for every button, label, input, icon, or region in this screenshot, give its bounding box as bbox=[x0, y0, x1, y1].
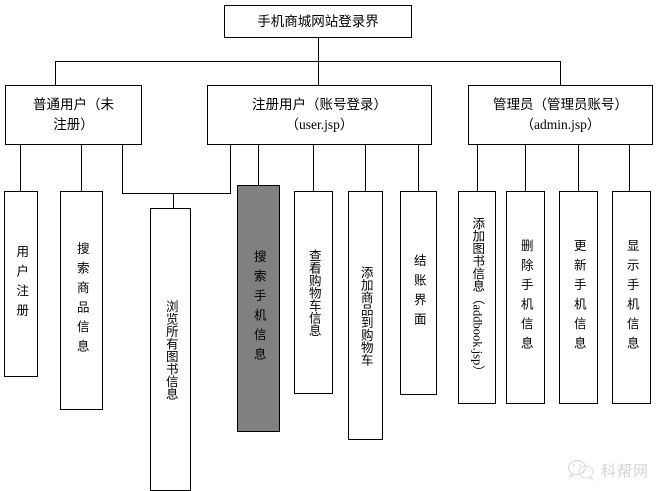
node-leaf-delete-phone-info[interactable]: 删除手机信息 bbox=[506, 191, 545, 404]
watermark: 科帮网 bbox=[567, 459, 649, 481]
connector-root-stem bbox=[318, 37, 319, 61]
connector-member-leaf-1 bbox=[258, 145, 259, 185]
node-leaf-search-phone-info[interactable]: 搜索手机信息 bbox=[237, 185, 280, 432]
node-leaf-browse-all-books[interactable]: 浏览所有图书信息 bbox=[150, 208, 191, 491]
connector-admin-leaf-2 bbox=[525, 145, 526, 191]
connector-drop-member bbox=[318, 61, 319, 85]
node-leaf-view-cart-info[interactable]: 查看购物车信息 bbox=[294, 191, 333, 394]
connector-admin-leaf-1 bbox=[477, 145, 478, 191]
node-leaf-display-phone-info[interactable]: 显示手机信息 bbox=[612, 191, 651, 404]
node-leaf-update-phone-info[interactable]: 更新手机信息 bbox=[559, 191, 598, 404]
node-leaf-add-product-to-cart-label: 添加商品到购物车 bbox=[358, 265, 373, 366]
connector-member-leaf-2 bbox=[313, 145, 314, 191]
node-leaf-register[interactable]: 用户注册 bbox=[4, 191, 38, 377]
node-leaf-browse-all-books-label: 浏览所有图书信息 bbox=[163, 299, 178, 400]
node-level2-guest[interactable]: 普通用户（未注册） bbox=[5, 85, 142, 145]
connector-guest-elbow-left bbox=[122, 145, 123, 193]
node-level2-guest-label: 普通用户（未注册） bbox=[33, 97, 114, 132]
connector-browse-drop bbox=[173, 193, 174, 208]
node-leaf-search-product-info[interactable]: 搜索商品信息 bbox=[60, 191, 103, 410]
node-leaf-update-phone-info-label: 更新手机信息 bbox=[571, 239, 586, 356]
node-leaf-add-product-to-cart[interactable]: 添加商品到购物车 bbox=[348, 191, 383, 440]
connector-member-leaf-4 bbox=[418, 145, 419, 191]
connector-admin-leaf-3 bbox=[578, 145, 579, 191]
node-leaf-checkout-page[interactable]: 结账界面 bbox=[400, 191, 437, 395]
connector-admin-leaf-4 bbox=[629, 145, 630, 191]
node-level2-member-label: 注册用户（账号登录）（user.jsp） bbox=[252, 97, 387, 132]
node-title-box[interactable]: 手机商城网站登录界 bbox=[224, 5, 412, 38]
node-leaf-register-label: 用户注册 bbox=[14, 245, 29, 323]
connector-drop-admin bbox=[560, 61, 561, 85]
connector-guest-leaf-2 bbox=[81, 145, 82, 191]
connector-main-bus bbox=[55, 61, 561, 62]
node-leaf-search-phone-info-label: 搜索手机信息 bbox=[251, 250, 266, 367]
node-leaf-display-phone-info-label: 显示手机信息 bbox=[624, 239, 639, 356]
connector-browse-elbow-bar bbox=[122, 193, 231, 194]
watermark-text: 科帮网 bbox=[600, 461, 649, 480]
node-leaf-search-product-info-label: 搜索商品信息 bbox=[74, 242, 89, 359]
node-level2-member[interactable]: 注册用户（账号登录）（user.jsp） bbox=[207, 85, 432, 145]
connector-browse-elbow-right bbox=[230, 145, 231, 193]
wechat-icon bbox=[567, 459, 595, 481]
node-level2-admin[interactable]: 管理员（管理员账号）（admin.jsp） bbox=[468, 85, 653, 145]
node-leaf-add-book-info[interactable]: 添加图书信息（addbook.jsp） bbox=[458, 191, 496, 404]
node-level2-admin-label: 管理员（管理员账号）（admin.jsp） bbox=[493, 97, 628, 132]
node-leaf-add-book-info-label: 添加图书信息（addbook.jsp） bbox=[470, 217, 485, 378]
connector-member-leaf-3 bbox=[365, 145, 366, 191]
connector-drop-guest bbox=[55, 61, 56, 85]
connector-guest-leaf-1 bbox=[20, 145, 21, 191]
node-leaf-checkout-page-label: 结账界面 bbox=[411, 254, 426, 332]
node-leaf-view-cart-info-label: 查看购物车信息 bbox=[306, 248, 321, 337]
node-title-label: 手机商城网站登录界 bbox=[257, 13, 379, 29]
node-leaf-delete-phone-info-label: 删除手机信息 bbox=[518, 239, 533, 356]
